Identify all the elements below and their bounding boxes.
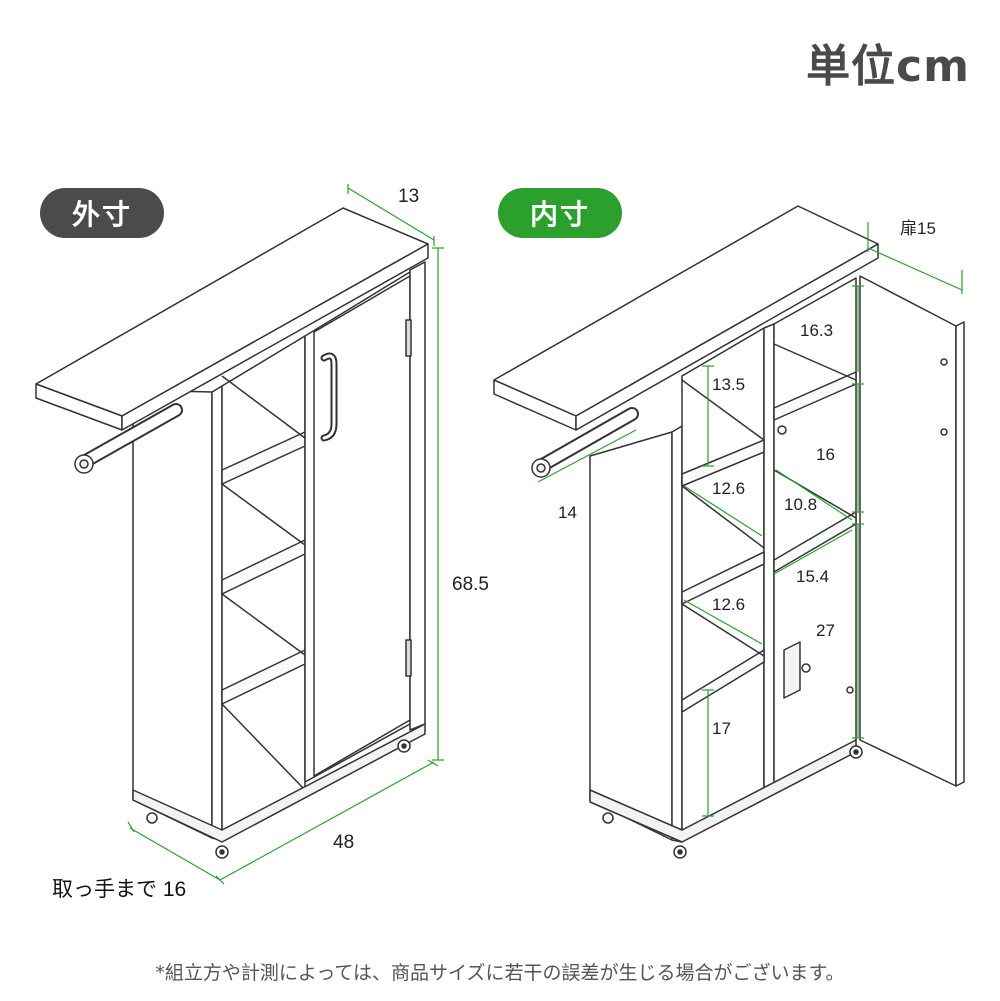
inner-dimensions-badge: 内寸 xyxy=(498,188,622,238)
left-shelf-1-label: 13.5 xyxy=(712,375,745,394)
bar-depth-label: 14 xyxy=(558,503,577,522)
outer-dimension-lines xyxy=(127,184,444,885)
right-lower-depth-label: 15.4 xyxy=(796,567,829,586)
left-shelf-4-label: 17 xyxy=(712,719,731,738)
outer-depth-label: 13 xyxy=(398,186,419,207)
right-mid-label: 16 xyxy=(816,445,835,464)
unit-label: 単位cm xyxy=(806,41,970,92)
door-depth-label: 扉15 xyxy=(900,219,936,238)
outer-height-label: 68.5 xyxy=(452,574,489,595)
inner-dimension-lines xyxy=(537,222,963,817)
measurement-disclaimer: *組立方や計測によっては、商品サイズに若干の誤差が生じる場合がございます。 xyxy=(155,962,845,984)
right-shelf-depth-label: 10.8 xyxy=(784,495,817,514)
outer-cabinet-drawing xyxy=(35,207,429,859)
right-bottom-label: 27 xyxy=(816,621,835,640)
inner-cabinet-drawing xyxy=(493,205,965,859)
left-shelf-2-label: 12.6 xyxy=(712,479,745,498)
to-handle-label: 取っ手まで 16 xyxy=(52,878,186,901)
outer-width-label: 48 xyxy=(333,832,354,853)
right-top-label: 16.3 xyxy=(800,321,833,340)
left-shelf-3-label: 12.6 xyxy=(712,595,745,614)
outer-dimensions-badge: 外寸 xyxy=(40,188,164,238)
